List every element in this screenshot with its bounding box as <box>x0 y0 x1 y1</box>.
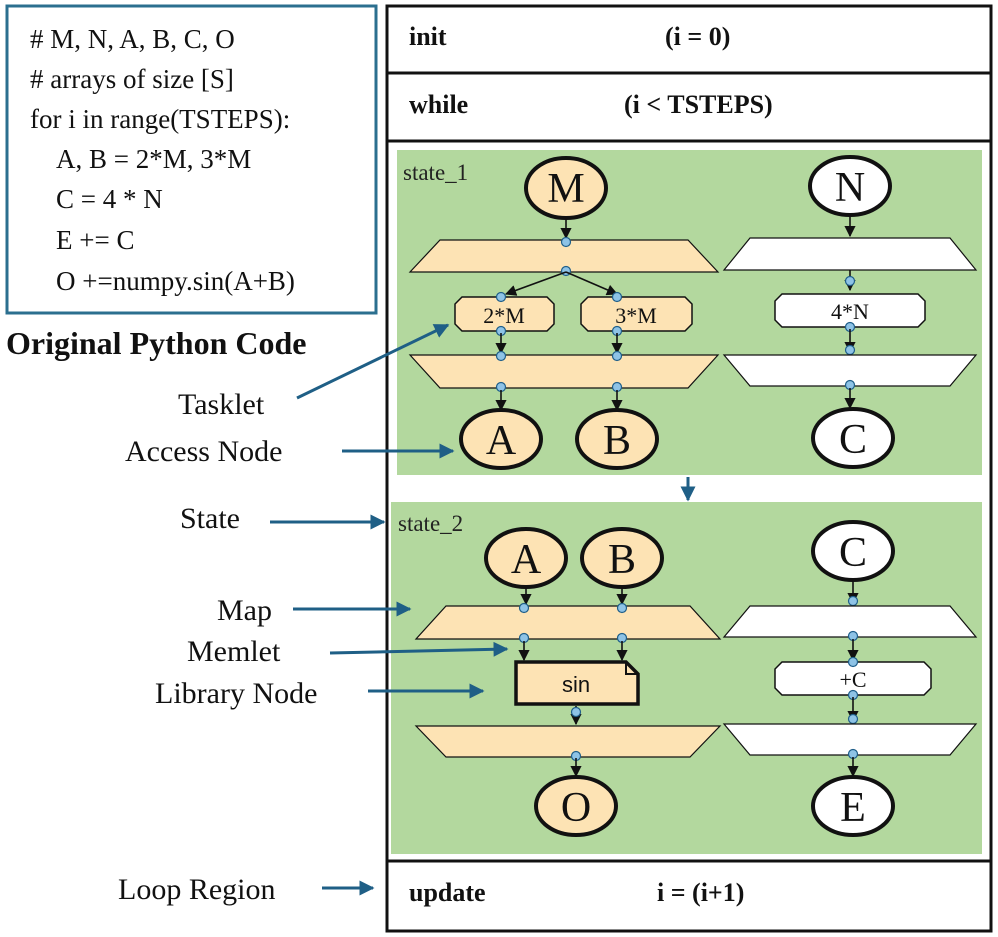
access-node-n-label: N <box>835 165 865 211</box>
map-entry-3 <box>414 605 722 640</box>
state-2: state_2 A B sin O C +C <box>391 502 982 854</box>
memlet-map-3m <box>565 271 619 296</box>
tasklet-plus-c-in-connector <box>847 656 859 668</box>
map-entry-4 <box>722 605 978 638</box>
tasklet-4n <box>774 293 926 328</box>
code-line-7: O +=numpy.sin(A+B) <box>56 266 295 296</box>
code-line-6: E += C <box>56 225 134 255</box>
legend-memlet-arrow <box>329 641 509 657</box>
map-exit-in-connector-b <box>611 350 623 362</box>
tasklet-3m <box>580 296 693 332</box>
tasklet-4n-label: 4*N <box>831 299 869 324</box>
access-node-c <box>811 407 895 469</box>
access-node-m-label: M <box>547 166 584 212</box>
access-node-a-label: A <box>486 418 517 464</box>
legend: Tasklet Access Node State Map Memlet Lib… <box>118 323 509 906</box>
map-entry-1 <box>408 239 720 273</box>
legend-state: State <box>180 502 240 535</box>
while-value: (i < TSTEPS) <box>624 90 773 119</box>
access-node-b <box>575 408 659 470</box>
map-entry-2 <box>722 237 978 271</box>
legend-loop-region: Loop Region <box>118 873 276 906</box>
tasklet-2m-in-connector <box>495 291 507 303</box>
map-entry-2-out-connector <box>844 275 856 287</box>
state-1: state_1 M 2*M 3*M A B N <box>397 150 982 475</box>
legend-tasklet: Tasklet <box>178 388 265 421</box>
state-2-name: state_2 <box>398 511 463 536</box>
access-node-a <box>459 408 543 470</box>
code-line-1: # M, N, A, B, C, O <box>30 24 235 54</box>
legend-library-node: Library Node <box>155 677 317 710</box>
map-exit-4 <box>722 723 978 756</box>
code-line-5: C = 4 * N <box>56 184 163 214</box>
access-node-c-label: C <box>839 417 867 463</box>
library-node-sin-label: sin <box>562 672 590 697</box>
code-box: # M, N, A, B, C, O # arrays of size [S] … <box>5 4 378 315</box>
init-value: (i = 0) <box>665 22 730 51</box>
library-node-fold <box>625 662 638 675</box>
map-entry-4-in-connector <box>847 595 859 607</box>
tasklet-plus-c <box>774 661 932 696</box>
map-exit-2 <box>722 354 978 387</box>
map-entry-in-connector <box>560 236 572 248</box>
code-box-frame <box>5 4 378 315</box>
access-node-b-label: B <box>603 418 631 464</box>
map-exit-4-in-connector <box>847 713 859 725</box>
code-line-4: A, B = 2*M, 3*M <box>56 144 251 174</box>
map-exit-in-connector-a <box>495 350 507 362</box>
access-node-a-2-label: A <box>511 537 542 583</box>
access-node-o <box>534 775 618 837</box>
tasklet-3m-label: 3*M <box>615 303 657 328</box>
map-exit-1 <box>408 354 720 389</box>
access-node-e-label: E <box>840 785 866 831</box>
memlet-map-2m <box>504 271 567 296</box>
access-node-a-2 <box>484 527 568 589</box>
tasklet-plus-c-label: +C <box>839 667 866 692</box>
while-label: while <box>409 90 468 119</box>
access-node-b-2 <box>580 527 664 589</box>
tasklet-3m-in-connector <box>611 291 623 303</box>
library-node-sin <box>514 660 640 706</box>
access-node-e <box>811 775 895 837</box>
map-exit-3 <box>414 725 722 758</box>
access-node-m <box>524 156 608 220</box>
legend-memlet: Memlet <box>187 635 281 668</box>
access-node-c-2 <box>811 520 895 582</box>
library-node-out-connector <box>570 706 582 718</box>
access-node-c-2-label: C <box>839 530 867 576</box>
code-caption: Original Python Code <box>6 325 306 361</box>
legend-map: Map <box>217 594 272 627</box>
init-label: init <box>409 22 447 51</box>
legend-tasklet-arrow <box>296 323 450 400</box>
access-node-o-label: O <box>561 785 591 831</box>
map-entry-3-in-connector-b <box>616 602 628 614</box>
update-label: update <box>409 878 486 907</box>
legend-access-node: Access Node <box>125 435 282 468</box>
access-node-n <box>808 155 892 217</box>
tasklet-2m-label: 2*M <box>483 303 525 328</box>
map-entry-3-in-connector-a <box>518 602 530 614</box>
code-line-2: # arrays of size [S] <box>30 64 234 94</box>
state-1-name: state_1 <box>403 160 468 185</box>
map-exit-2-in-connector <box>844 344 856 356</box>
access-node-b-2-label: B <box>608 537 636 583</box>
code-line-3: for i in range(TSTEPS): <box>30 104 290 134</box>
update-value: i = (i+1) <box>657 878 744 907</box>
tasklet-2m <box>454 296 555 332</box>
